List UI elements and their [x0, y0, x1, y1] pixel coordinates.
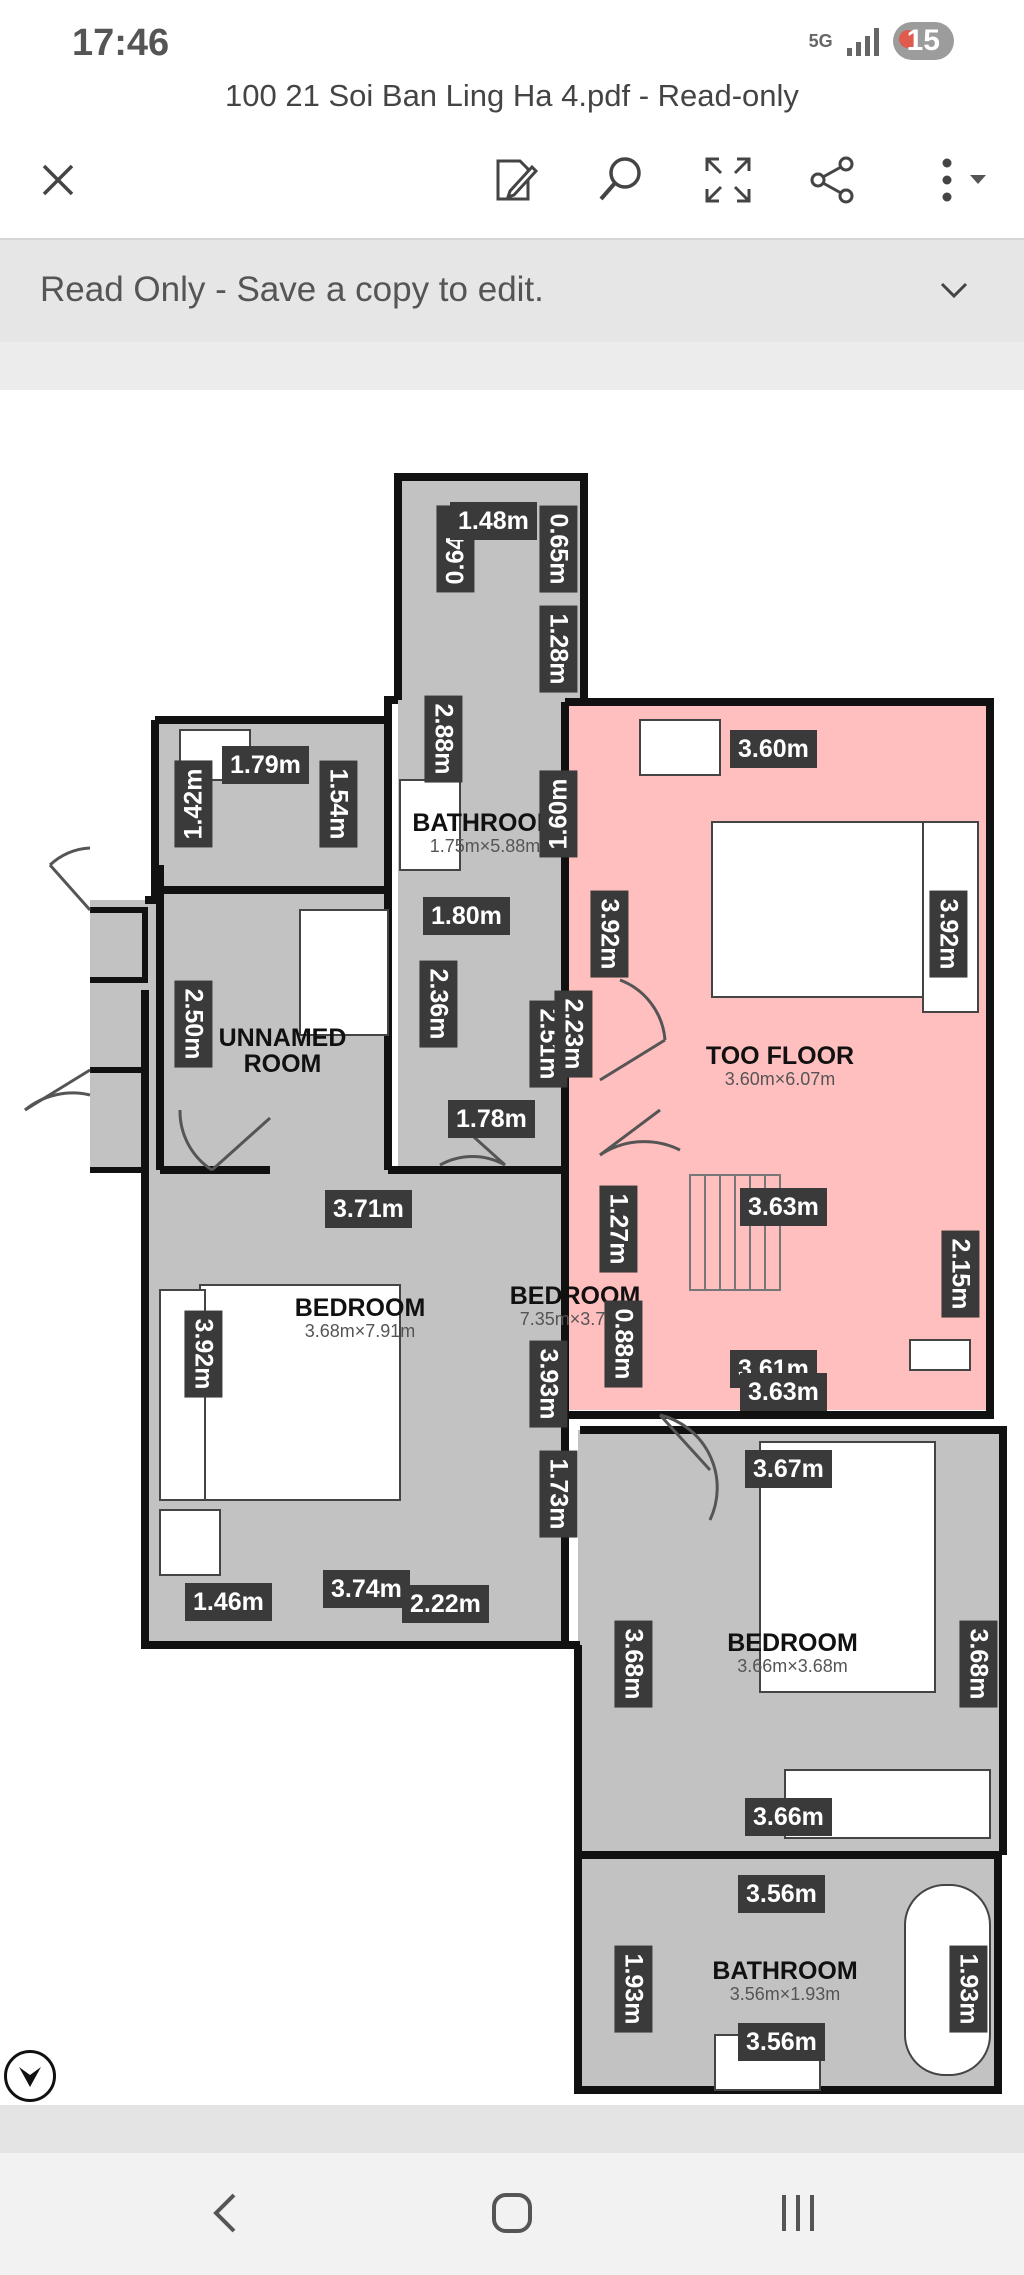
read-only-message: Read Only - Save a copy to edit. — [40, 270, 544, 309]
measurement-label: 3.56m — [738, 2023, 825, 2061]
read-only-banner[interactable]: Read Only - Save a copy to edit. — [0, 238, 1024, 342]
measurement-label: 3.68m — [959, 1620, 998, 1708]
recents-icon — [782, 2195, 814, 2231]
more-vertical-icon — [942, 158, 986, 202]
search-button[interactable] — [590, 150, 650, 210]
nav-back-button[interactable] — [190, 2183, 260, 2243]
measurement-label: 2.23m — [554, 990, 593, 1078]
expand-icon — [705, 157, 751, 203]
measurement-label: 3.71m — [325, 1190, 412, 1228]
measurement-label: 3.92m — [590, 890, 629, 978]
measurement-label: 1.28m — [539, 605, 578, 693]
measurement-label: 1.27m — [599, 1185, 638, 1273]
measurement-label: 0.65m — [539, 505, 578, 593]
home-icon — [492, 2193, 532, 2233]
measurement-label: 2.36m — [419, 960, 458, 1048]
clock: 17:46 — [72, 22, 170, 64]
share-button[interactable] — [803, 150, 863, 210]
status-bar: 17:46 5G 15 — [0, 0, 1024, 80]
measurement-label: 1.93m — [949, 1945, 988, 2033]
measurement-label: 3.66m — [745, 1798, 832, 1836]
signal-icon — [846, 26, 879, 56]
measurement-label: 1.42m — [174, 760, 213, 848]
measurement-label: 1.79m — [222, 746, 309, 784]
measurement-label: 1.46m — [185, 1583, 272, 1621]
measurement-label: 3.63m — [740, 1188, 827, 1226]
back-icon — [213, 2193, 236, 2233]
close-icon — [42, 164, 74, 196]
notification-badge: 15 — [892, 22, 954, 60]
chevron-down-icon[interactable] — [934, 270, 974, 310]
measurement-label: 3.92m — [929, 890, 968, 978]
measurement-label: 1.54m — [319, 760, 358, 848]
share-icon — [810, 156, 854, 204]
more-options-button[interactable] — [915, 150, 995, 210]
measurement-label: 2.22m — [402, 1585, 489, 1623]
measurement-label: 3.63m — [740, 1373, 827, 1411]
measurement-label: 1.93m — [614, 1945, 653, 2033]
measurement-label: 3.60m — [730, 730, 817, 768]
page-gap — [0, 342, 1024, 390]
edit-document-icon — [496, 159, 539, 201]
nav-home-button[interactable] — [477, 2183, 547, 2243]
toolbar — [0, 130, 1024, 230]
measurement-label: 1.78m — [448, 1100, 535, 1138]
page-gap-bottom — [0, 2105, 1024, 2153]
measurement-label: 3.74m — [323, 1570, 410, 1608]
network-type: 5G — [808, 31, 833, 51]
measurement-label: 3.56m — [738, 1875, 825, 1913]
fullscreen-button[interactable] — [698, 150, 758, 210]
measurement-label: 2.88m — [424, 695, 463, 783]
measurement-label: 2.50m — [174, 980, 213, 1068]
measurement-label: 1.60m — [539, 770, 578, 858]
measurement-label: 3.93m — [529, 1340, 568, 1428]
floor-plan — [24, 473, 1007, 2094]
edit-button[interactable] — [485, 150, 545, 210]
measurement-label: 3.68m — [614, 1620, 653, 1708]
nav-recents-button[interactable] — [763, 2183, 833, 2243]
measurement-label: 3.92m — [184, 1310, 223, 1398]
measurement-label: 0.88m — [604, 1300, 643, 1388]
file-title: 100 21 Soi Ban Ling Ha 4.pdf - Read-only — [225, 78, 799, 113]
search-icon — [599, 157, 641, 201]
measurement-label: 3.67m — [745, 1450, 832, 1488]
room-unnamed: UNNAMED ROOM — [218, 1024, 347, 1078]
measurement-label: 1.48m — [450, 502, 537, 540]
status-icons: 5G 15 — [809, 22, 954, 60]
measurement-label: 2.15m — [941, 1230, 980, 1318]
system-nav-bar — [0, 2153, 1024, 2275]
measurement-label: 1.80m — [423, 897, 510, 935]
close-button[interactable] — [28, 150, 88, 210]
compass-icon — [4, 2050, 56, 2102]
measurement-label: 1.73m — [539, 1450, 578, 1538]
